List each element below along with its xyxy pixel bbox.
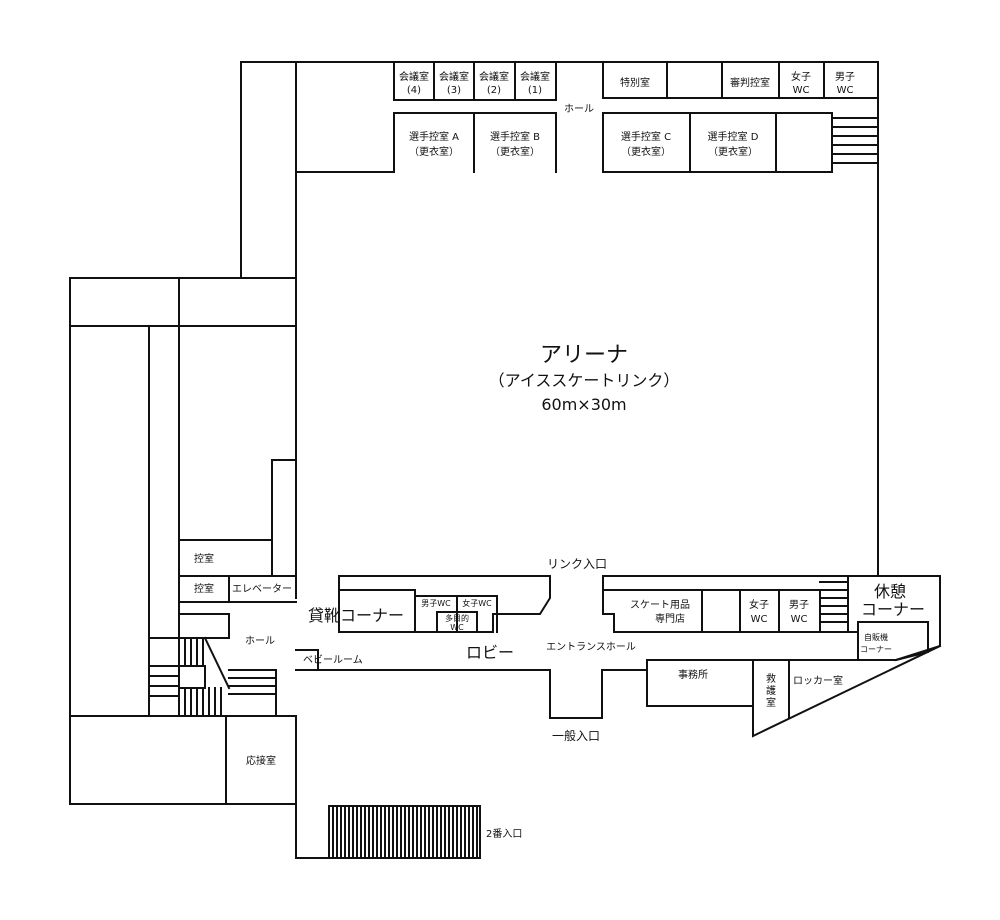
baby-room-label: ベビールーム (303, 654, 363, 666)
rental-corner-label: 貸靴コーナー (308, 606, 404, 625)
arena-subtitle: （アイススケートリンク） (489, 371, 680, 390)
player-room-c-sub: （更衣室） (621, 145, 671, 158)
multi-wc-sub: WC (450, 623, 464, 632)
women-wc-top-label: 女子 (791, 70, 811, 83)
hall-top-label: ホール (564, 103, 594, 115)
waiting-room-1-label: 控室 (194, 552, 214, 565)
player-room-a-sub: （更衣室） (409, 145, 459, 158)
skate-shop-sub: 専門店 (655, 612, 685, 625)
men-wc-top-sub: WC (837, 85, 854, 96)
arena-name: アリーナ (540, 343, 628, 368)
arena-size: 60m×30m (541, 395, 626, 414)
first-aid-char-2: 護 (766, 684, 776, 697)
reception-room-label: 応接室 (246, 754, 276, 767)
rink-entrance-label: リンク入口 (547, 557, 607, 571)
second-entrance-label: 2番入口 (486, 828, 522, 840)
meeting-room-1-num: (1) (528, 85, 542, 96)
player-room-b-sub: （更衣室） (490, 145, 540, 158)
vending-sub: コーナー (860, 645, 892, 654)
entrance-hall-label: エントランスホール (546, 641, 636, 653)
meeting-room-2-label: 会議室 (479, 70, 509, 83)
general-entrance-label: 一般入口 (552, 728, 600, 743)
walls (69, 61, 942, 859)
skate-shop-label: スケート用品 (630, 599, 690, 611)
player-room-c-label: 選手控室 C (621, 130, 671, 143)
meeting-room-2-num: (2) (487, 85, 501, 96)
men-wc-small-label: 男子WC (421, 599, 451, 608)
player-room-d-sub: （更衣室） (708, 145, 758, 158)
labels: アリーナ （アイススケートリンク） 60m×30m 会議室 (4) 会議室 (3… (194, 70, 925, 840)
first-aid-char-3: 室 (766, 696, 776, 709)
women-wc-right-label: 女子 (749, 598, 769, 611)
rest-corner-sub: コーナー (861, 600, 925, 619)
player-room-a-label: 選手控室 A (409, 130, 459, 143)
player-room-d-label: 選手控室 D (708, 130, 759, 143)
player-room-b-label: 選手控室 B (490, 130, 540, 143)
rest-corner-label: 休憩 (874, 582, 906, 601)
waiting-room-2-label: 控室 (194, 582, 214, 595)
special-room-label: 特別室 (620, 76, 650, 89)
women-wc-top-sub: WC (793, 85, 810, 96)
hall-left-label: ホール (245, 635, 275, 647)
meeting-room-3-num: (3) (447, 85, 461, 96)
men-wc-right-label: 男子 (789, 599, 809, 611)
meeting-room-4-label: 会議室 (399, 70, 429, 83)
women-wc-small-label: 女子WC (462, 598, 492, 608)
men-wc-right-sub: WC (791, 614, 808, 625)
men-wc-top-label: 男子 (835, 71, 855, 83)
meeting-room-3-label: 会議室 (439, 70, 469, 83)
multi-wc-label: 多目的 (445, 613, 469, 623)
lobby-label: ロビー (466, 643, 514, 662)
meeting-room-4-num: (4) (407, 85, 421, 96)
office-label: 事務所 (678, 668, 708, 681)
vending-label: 自販機 (864, 632, 888, 642)
referee-room-label: 審判控室 (730, 76, 770, 89)
locker-room-label: ロッカー室 (793, 674, 843, 687)
meeting-room-1-label: 会議室 (520, 70, 550, 83)
women-wc-right-sub: WC (751, 614, 768, 625)
first-aid-char-1: 救 (766, 672, 776, 685)
elevator-label: エレベーター (232, 583, 292, 595)
